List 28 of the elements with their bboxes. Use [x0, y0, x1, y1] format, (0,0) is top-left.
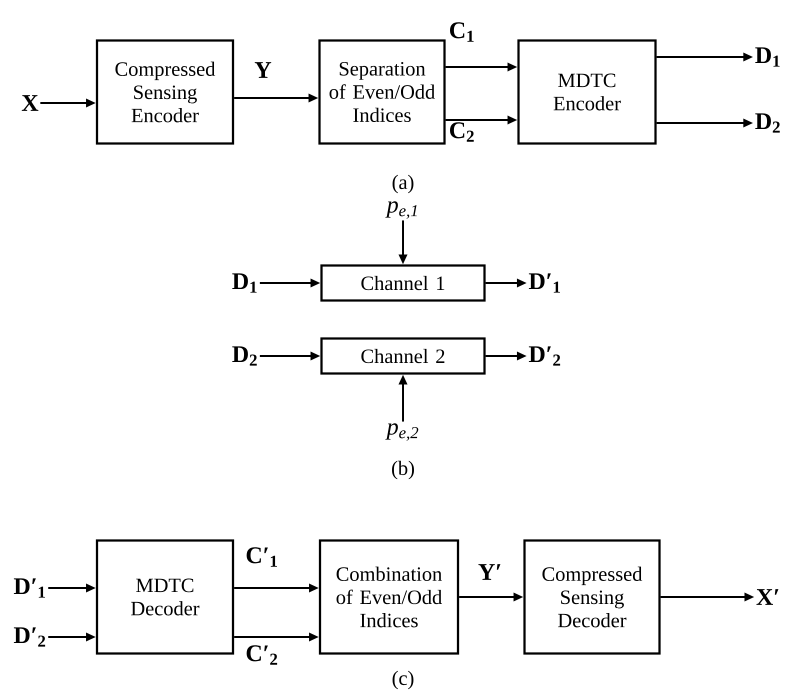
- process-box: MDTC Encoder: [517, 39, 657, 145]
- panel-caption: (a): [392, 174, 414, 194]
- edge-label: Y′: [478, 564, 500, 580]
- error-probability-label: p$_{e,1}$: [385, 201, 417, 219]
- signal-label: D′$_{2}$: [14, 627, 46, 647]
- signal-label: D$_{1}$: [232, 273, 257, 293]
- process-box: Channel 2: [320, 337, 486, 375]
- signal-label: D$_{2}$: [232, 346, 257, 366]
- process-box: MDTC Decoder: [96, 539, 234, 655]
- signal-label: D$_{2}$: [755, 113, 780, 133]
- edge-label: Y: [254, 62, 272, 78]
- edge-label: C$_{1}$: [450, 22, 474, 42]
- error-probability-label: p$_{e,2}$: [385, 423, 418, 441]
- edge-label: C$_{2}$: [450, 122, 474, 142]
- signal-label: X: [22, 95, 38, 111]
- edge-label: C′$_{2}$: [246, 645, 278, 665]
- signal-label: D′$_{1}$: [14, 578, 45, 598]
- process-box: Channel 1: [320, 264, 486, 302]
- signal-label: X′: [756, 589, 778, 605]
- process-box: Compressed Sensing Decoder: [523, 539, 661, 655]
- panel-caption: (b): [392, 460, 414, 480]
- process-box: Separation of Even/Odd Indices: [318, 39, 446, 145]
- signal-label: D′$_{2}$: [528, 346, 560, 366]
- signal-label: D′$_{1}$: [528, 273, 560, 293]
- signal-label: D$_{1}$: [755, 47, 780, 67]
- process-box: Combination of Even/Odd Indices: [318, 539, 460, 655]
- process-box: Compressed Sensing Encoder: [96, 39, 234, 145]
- edge-label: C′$_{1}$: [246, 547, 277, 567]
